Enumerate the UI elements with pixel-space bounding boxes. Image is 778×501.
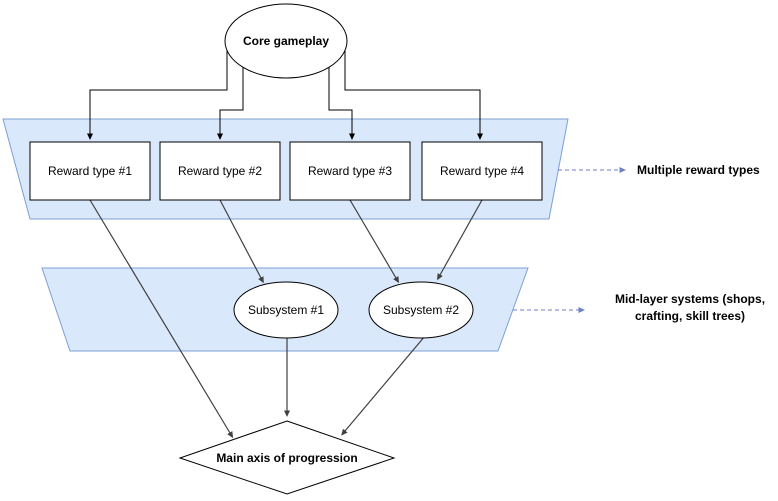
node-core-gameplay-label: Core gameplay: [243, 34, 329, 48]
connector-reward-2-to-subsystem-1: [219, 199, 264, 284]
connector-core-to-reward-1: [87, 50, 228, 140]
node-subsystem-1-label: Subsystem #1: [248, 303, 324, 317]
node-subsystem-2-label: Subsystem #2: [383, 303, 459, 317]
node-reward-type-1: [29, 141, 151, 201]
node-main-axis-of-progression: [178, 420, 396, 495]
connector-reward-4-to-subsystem-2: [437, 199, 483, 281]
node-reward-type-4-label: Reward type #4: [440, 164, 524, 178]
node-reward-type-4: [421, 141, 543, 201]
node-subsystem-2: [368, 281, 474, 339]
connector-core-to-reward-4: [344, 50, 483, 140]
connector-reward-3-to-subsystem-2: [349, 199, 400, 284]
node-main-axis-of-progression-label: Main axis of progression: [216, 451, 357, 465]
node-reward-type-3: [289, 141, 411, 201]
node-subsystem-1: [233, 281, 339, 339]
connector-subsystem-2-to-progression: [341, 335, 426, 436]
node-core-gameplay: [224, 3, 348, 79]
connector-core-to-reward-3: [328, 60, 355, 140]
annotation-midlayer-systems-line2: crafting, skill trees): [635, 309, 745, 323]
node-reward-type-2: [159, 141, 281, 201]
connector-core-to-reward-2: [217, 60, 244, 140]
annotation-multiple-reward-types: Multiple reward types: [637, 163, 760, 177]
node-reward-type-2-label: Reward type #2: [178, 164, 262, 178]
node-reward-type-1-label: Reward type #1: [48, 164, 132, 178]
node-reward-type-3-label: Reward type #3: [308, 164, 392, 178]
annotation-midlayer-systems-line1: Mid-layer systems (shops,: [615, 292, 765, 306]
connector-reward-1-to-progression: [89, 199, 234, 439]
